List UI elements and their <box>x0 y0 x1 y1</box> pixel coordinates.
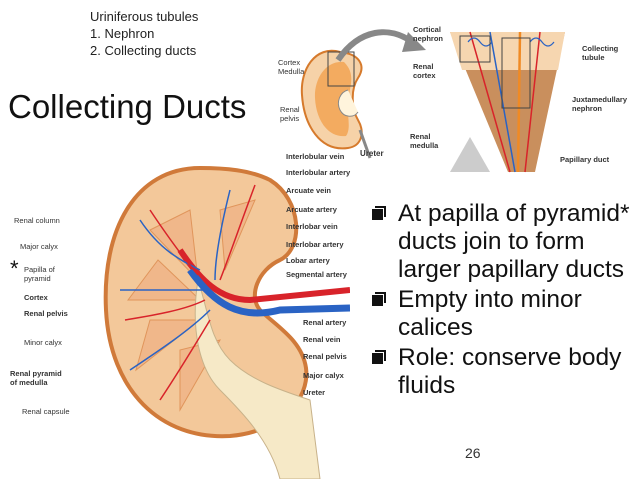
label-interlobar-vein: Interlobar vein <box>286 222 338 231</box>
note-line-1: Uriniferous tubules <box>90 9 199 24</box>
bullet-item: At papilla of pyramid* ducts join to for… <box>372 200 632 284</box>
label-papillary-duct: Papillary duct <box>560 155 610 164</box>
label-renal-medulla-2: medulla <box>410 141 439 150</box>
label-renal-pyramid-2: of medulla <box>10 378 48 387</box>
main-kidney-figure <box>103 165 350 479</box>
small-kidney-figure <box>300 49 372 159</box>
label-minor-calyx: Minor calyx <box>24 338 62 347</box>
bullet-text: At papilla of pyramid* ducts join to for… <box>398 200 630 283</box>
label-renal-cortex-1: Renal <box>413 62 434 71</box>
label-renal-pelvis-right: Renal pelvis <box>303 352 347 361</box>
arrow-bullet-icon <box>372 350 386 364</box>
label-small-cortex: Cortex <box>278 58 301 67</box>
note-line-2: 1. Nephron <box>90 26 155 41</box>
tubule-note: Uriniferous tubules 1. Nephron 2. Collec… <box>90 8 198 59</box>
label-lobar-artery: Lobar artery <box>286 256 330 265</box>
label-interlobular-vein: Interlobular vein <box>286 152 345 161</box>
label-renal-capsule: Renal capsule <box>22 407 70 416</box>
label-collecting: Collecting <box>582 44 619 53</box>
bullet-list: At papilla of pyramid* ducts join to for… <box>372 200 632 402</box>
label-arcuate-vein: Arcuate vein <box>286 186 332 195</box>
label-small-pelvis: pelvis <box>280 114 300 123</box>
label-renal-medulla-1: Renal <box>410 132 431 141</box>
label-renal-vein: Renal vein <box>303 335 341 344</box>
wedge-figure <box>450 31 565 173</box>
label-papilla-1: Papilla of <box>24 265 55 274</box>
label-renal-pelvis-left: Renal pelvis <box>24 309 68 318</box>
bullet-item: Empty into minor calices <box>372 286 632 342</box>
label-segmental-artery: Segmental artery <box>286 270 347 279</box>
bullet-text: Empty into minor calices <box>398 286 582 341</box>
label-interlobar-artery: Interlobar artery <box>286 240 344 249</box>
label-renal-cortex-2: cortex <box>413 71 436 80</box>
label-renal-artery: Renal artery <box>303 318 347 327</box>
arrow-bullet-icon <box>372 206 386 220</box>
note-line-3: 2. Collecting ducts <box>90 43 197 58</box>
label-juxtamedullary: Juxtamedullary <box>572 95 628 104</box>
slide-title: Collecting Ducts <box>8 88 247 125</box>
page-number: 26 <box>465 445 481 461</box>
label-interlobular-artery: Interlobular artery <box>286 168 351 177</box>
label-small-ureter: Ureter <box>360 149 384 158</box>
label-papilla-2: pyramid <box>24 274 51 283</box>
zoom-arrow <box>335 29 426 62</box>
label-renal-pyramid-1: Renal pyramid <box>10 369 62 378</box>
label-nephron: nephron <box>413 34 443 43</box>
bullet-item: Role: conserve body fluids <box>372 344 632 400</box>
arrow-bullet-icon <box>372 292 386 306</box>
label-juxta-nephron: nephron <box>572 104 602 113</box>
label-small-renal: Renal <box>280 105 300 114</box>
bullet-text: Role: conserve body fluids <box>398 344 622 399</box>
label-tubule: tubule <box>582 53 605 62</box>
label-ureter: Ureter <box>303 388 326 397</box>
label-cortical: Cortical <box>413 25 441 34</box>
label-major-calyx-left: Major calyx <box>20 242 58 251</box>
label-small-medulla: Medulla <box>278 67 305 76</box>
label-cortex-left: Cortex <box>24 293 48 302</box>
label-renal-column: Renal column <box>14 216 60 225</box>
label-arcuate-artery: Arcuate artery <box>286 205 337 214</box>
asterisk-mark: * <box>10 256 19 281</box>
label-major-calyx-right: Major calyx <box>303 371 344 380</box>
